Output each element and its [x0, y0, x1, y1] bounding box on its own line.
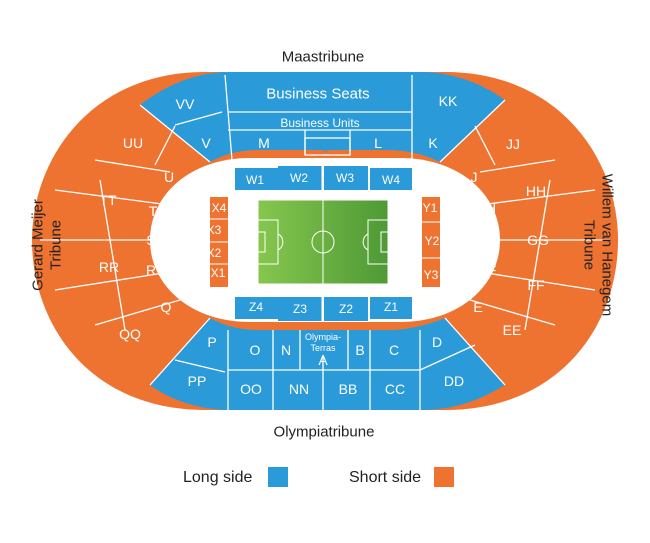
section-W1-label: W1 [246, 173, 264, 187]
section-W2[interactable] [278, 166, 322, 190]
section-P[interactable]: P [207, 334, 216, 350]
section-V[interactable]: V [201, 135, 211, 151]
stand-title-south: Olympiatribune [274, 424, 375, 441]
section-Z2-label: Z2 [339, 302, 353, 316]
section-Y3[interactable]: Y3 [424, 268, 439, 282]
section-L[interactable]: L [374, 135, 382, 151]
section-Z3-label: Z3 [293, 302, 307, 316]
section-Y2[interactable]: Y2 [425, 234, 440, 248]
stand-title-east-line2: Tribune [581, 220, 598, 270]
section-business-units[interactable]: Business Units [280, 116, 359, 130]
section-EE[interactable]: EE [503, 322, 522, 338]
section-Z3[interactable] [278, 297, 322, 321]
section-DD[interactable]: DD [444, 373, 464, 389]
section-O[interactable]: O [250, 342, 261, 358]
section-X1[interactable]: X1 [211, 266, 226, 280]
section-Z4[interactable] [235, 297, 278, 319]
inner-blocks-long [235, 166, 412, 321]
stand-title-west: Gerard Meijer Tribune [30, 199, 65, 291]
section-KK[interactable]: KK [439, 93, 458, 109]
legend-short-side-label: Short side [349, 469, 422, 486]
section-A[interactable]: A [318, 352, 328, 368]
section-Z1[interactable] [370, 297, 412, 319]
section-JJ[interactable]: JJ [506, 136, 520, 152]
section-loge[interactable]: Loge [310, 141, 334, 153]
section-UU[interactable]: UU [123, 135, 143, 151]
section-E[interactable]: E [473, 299, 482, 315]
section-CC[interactable]: CC [385, 381, 405, 397]
section-W4-label: W4 [382, 173, 400, 187]
legend-long-side-label: Long side [183, 469, 253, 486]
pitch [257, 199, 389, 285]
section-M[interactable]: M [258, 135, 270, 151]
section-R[interactable]: R [146, 262, 156, 278]
section-Z2[interactable] [324, 297, 368, 321]
section-B[interactable]: B [355, 342, 364, 358]
section-HH[interactable]: HH [526, 183, 546, 199]
section-F[interactable]: F [488, 262, 497, 278]
section-W3[interactable] [324, 166, 368, 190]
section-GG[interactable]: GG [527, 232, 549, 248]
section-K[interactable]: K [428, 135, 438, 151]
section-QQ[interactable]: QQ [119, 326, 141, 342]
stand-title-west-line2: Tribune [48, 220, 65, 270]
legend-long-side-swatch [268, 467, 288, 487]
legend-short-side-swatch [434, 467, 454, 487]
inner-block-dividers [210, 166, 440, 321]
section-olympia-terras-line2[interactable]: Terras [310, 343, 336, 353]
stand-title-east-line1: Willem van Hanegem [599, 174, 616, 317]
section-Y-block[interactable] [422, 197, 440, 287]
section-BB[interactable]: BB [339, 381, 358, 397]
section-J[interactable]: J [471, 169, 478, 185]
section-TT[interactable]: TT [99, 192, 117, 208]
section-N[interactable]: N [281, 342, 291, 358]
section-OO[interactable]: OO [240, 381, 262, 397]
section-PP[interactable]: PP [188, 373, 207, 389]
section-RR[interactable]: RR [99, 259, 119, 275]
section-T[interactable]: T [149, 203, 158, 219]
section-Z4-label: Z4 [249, 300, 263, 314]
stand-title-west-line1: Gerard Meijer [30, 199, 47, 291]
section-Q[interactable]: Q [161, 299, 172, 315]
section-W4[interactable] [370, 168, 412, 190]
stand-title-north: Maastribune [282, 49, 365, 66]
section-W3-label: W3 [336, 171, 354, 185]
stand-title-east: Willem van Hanegem Tribune [581, 174, 616, 317]
section-X4[interactable]: X4 [212, 201, 227, 215]
section-olympia-terras-line1[interactable]: Olympia- [305, 332, 341, 342]
section-W1[interactable] [235, 168, 278, 190]
section-D[interactable]: D [432, 334, 442, 350]
section-VV[interactable]: VV [176, 96, 195, 112]
section-C[interactable]: C [389, 342, 399, 358]
section-dividers [40, 74, 610, 410]
section-NN[interactable]: NN [289, 381, 309, 397]
section-business-seats[interactable]: Business Seats [266, 86, 369, 103]
south-stand-blue [150, 318, 505, 410]
north-stand-blue [140, 72, 505, 162]
section-X2[interactable]: X2 [207, 246, 222, 260]
section-W2-label: W2 [290, 171, 308, 185]
section-G[interactable]: G [490, 232, 501, 248]
section-H[interactable]: H [486, 200, 496, 216]
section-Y1[interactable]: Y1 [423, 201, 438, 215]
section-U[interactable]: U [164, 169, 174, 185]
section-FF[interactable]: FF [527, 277, 544, 293]
section-S[interactable]: S [146, 232, 155, 248]
section-Z1-label: Z1 [384, 300, 398, 314]
section-X3[interactable]: X3 [207, 223, 222, 237]
